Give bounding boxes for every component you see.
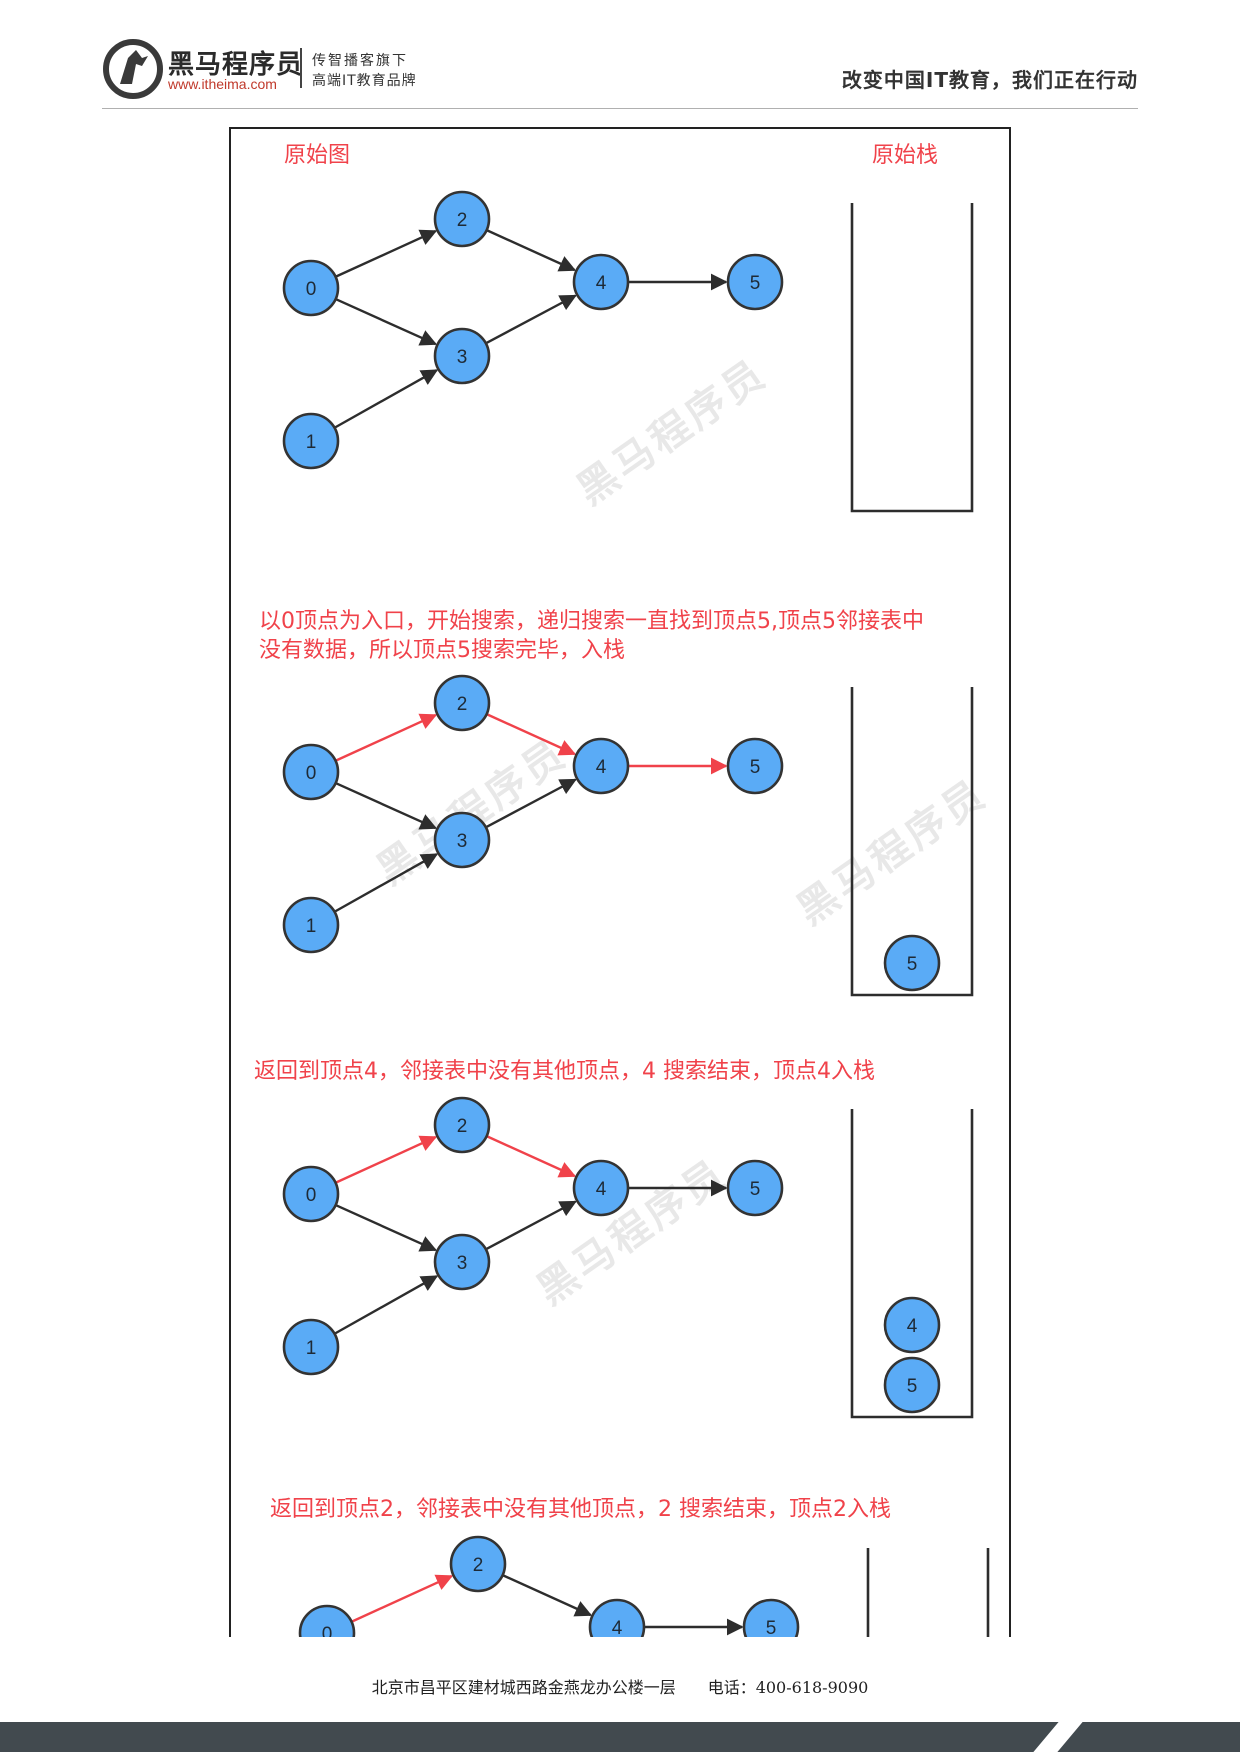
- graph-node-label: 0: [306, 1185, 317, 1206]
- label-original-stack: 原始栈: [872, 143, 939, 168]
- graph-node-4: [588, 1598, 646, 1637]
- horse-logo-icon: [103, 39, 163, 99]
- graph-node-label: 4: [596, 1179, 607, 1200]
- edge-3-4: [485, 778, 577, 829]
- label-original-graph: 原始图: [284, 143, 351, 168]
- brand-divider: [300, 48, 302, 88]
- graph-node-label: 2: [457, 1116, 468, 1137]
- graph-node-label: 3: [457, 347, 468, 368]
- edge-2-4: [486, 713, 577, 756]
- brand-name: 黑马程序员: [168, 50, 304, 80]
- graph-node-label: 0: [306, 279, 317, 300]
- brand-url: www.itheima.com: [168, 76, 277, 92]
- graph-node-label: 4: [596, 273, 607, 294]
- edge-1-3: [333, 369, 439, 429]
- graph-node-1: [282, 1318, 340, 1376]
- page-header: 黑马程序员 www.itheima.com 传智播客旗下 高端IT教育品牌 改变…: [0, 0, 1240, 112]
- edge-1-3: [333, 1275, 439, 1335]
- stack-node-label: 5: [907, 1376, 918, 1397]
- graph-node-5: [742, 1598, 800, 1637]
- header-rule: [102, 108, 1138, 109]
- step-3-caption: 返回到顶点2，邻接表中没有其他顶点，2 搜索结束，顶点2入栈: [270, 1497, 891, 1522]
- graph-node-3: [433, 811, 491, 869]
- graph-node-0: [298, 1604, 356, 1637]
- graph-node-label: 5: [750, 757, 761, 778]
- graph-node-3: [433, 1233, 491, 1291]
- stack-node-label: 4: [907, 1316, 918, 1337]
- stack-node-label: 5: [907, 954, 918, 975]
- graph-node-label: 2: [457, 210, 468, 231]
- edge-3-4: [485, 1200, 577, 1251]
- edge-0-2: [335, 713, 438, 762]
- graph-node-2: [433, 1096, 491, 1154]
- graph-node-label: 1: [306, 432, 317, 453]
- content-frame: [229, 127, 1011, 1637]
- graph-node-5: [726, 253, 784, 311]
- edge-0-2: [335, 229, 438, 278]
- graph-node-label: 5: [750, 1179, 761, 1200]
- graph-node-label: 5: [766, 1618, 777, 1637]
- diagram-3: 0 1 2 3 4 5 5 4: [282, 1096, 974, 1419]
- stack-container: [850, 1109, 974, 1419]
- header-slogan: 改变中国IT教育，我们正在行动: [841, 68, 1138, 92]
- footer-bar: [0, 1722, 1240, 1752]
- graph-node-2: [433, 190, 491, 248]
- brand-tagline-2: 高端IT教育品牌: [312, 73, 417, 89]
- graph-node-label: 4: [612, 1618, 623, 1637]
- graph-node-label: 0: [322, 1624, 333, 1637]
- brand-tagline-1: 传智播客旗下: [312, 53, 408, 69]
- graph-node-label: 1: [306, 1338, 317, 1359]
- stack-node-5: [883, 1356, 941, 1414]
- edge-0-3: [335, 781, 438, 830]
- edge-1-3: [333, 853, 439, 913]
- step-1-caption-line-2: 没有数据，所以顶点5搜索完毕，入栈: [259, 638, 625, 663]
- stack-container: [850, 687, 974, 997]
- graph-node-2: [449, 1535, 507, 1593]
- graph-node-0: [282, 259, 340, 317]
- edge-0-2: [335, 1135, 438, 1184]
- stack-node-4: [883, 1296, 941, 1354]
- edge-3-4: [485, 294, 577, 345]
- footer-address: 北京市昌平区建材城西路金燕龙办公楼一层 电话：400-618-9090: [371, 1678, 869, 1697]
- graph-node-5: [726, 737, 784, 795]
- step-1-caption-line-1: 以0顶点为入口，开始搜索，递归搜索一直找到顶点5,顶点5邻接表中: [259, 609, 924, 634]
- graph-node-label: 0: [306, 763, 317, 784]
- graph-node-label: 1: [306, 916, 317, 937]
- diagram-2: 0 1 2 3 4 5 5: [282, 674, 974, 997]
- graph-node-5: [726, 1159, 784, 1217]
- diagram-1: 0 1 2 3 4 5: [282, 190, 974, 513]
- graph-node-2: [433, 674, 491, 732]
- graph-node-3: [433, 327, 491, 385]
- graph-node-4: [572, 253, 630, 311]
- edge-2-4: [486, 1135, 577, 1178]
- graph-node-1: [282, 896, 340, 954]
- edge-0-2: [351, 1574, 454, 1623]
- graph-node-label: 3: [457, 1253, 468, 1274]
- graph-node-4: [572, 737, 630, 795]
- edge-2-4: [502, 1574, 593, 1617]
- graph-node-label: 2: [473, 1555, 484, 1576]
- dfs-topological-sort-diagrams: 012345012345501234554012345: [282, 190, 990, 1637]
- edge-0-3: [335, 1203, 438, 1252]
- stack-node-5: [883, 934, 941, 992]
- graph-node-label: 3: [457, 831, 468, 852]
- graph-node-1: [282, 412, 340, 470]
- graph-node-4: [572, 1159, 630, 1217]
- edge-0-3: [335, 297, 438, 346]
- graph-node-0: [282, 1165, 340, 1223]
- graph-node-label: 2: [457, 694, 468, 715]
- graph-node-label: 5: [750, 273, 761, 294]
- step-2-caption: 返回到顶点4，邻接表中没有其他顶点，4 搜索结束，顶点4入栈: [254, 1059, 875, 1084]
- stack-container: [866, 1548, 990, 1637]
- graph-node-label: 4: [596, 757, 607, 778]
- graph-node-0: [282, 743, 340, 801]
- stack-container: [850, 203, 974, 513]
- edge-2-4: [486, 229, 577, 272]
